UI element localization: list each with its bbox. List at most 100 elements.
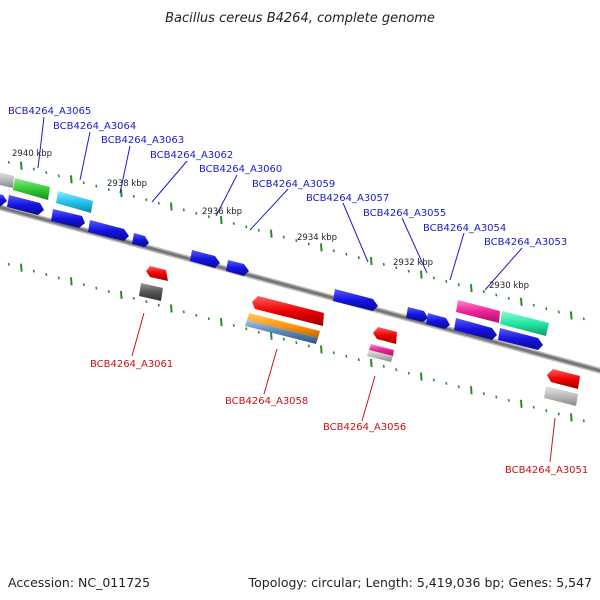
tick-mark xyxy=(395,368,398,372)
tick-mark xyxy=(345,252,348,256)
tick-label: 2940 kbp xyxy=(12,149,52,159)
gene-reverse-gray[interactable] xyxy=(544,386,578,406)
tick-mark xyxy=(107,188,110,191)
map-title: Bacillus cereus B4264, complete genome xyxy=(165,11,435,26)
tick-mark xyxy=(457,385,460,389)
tick-mark xyxy=(57,276,60,280)
genome-summary-text: Topology: circular; Length: 5,419,036 bp… xyxy=(248,575,592,590)
gene-label-forward[interactable]: BCB4264_A3059 xyxy=(252,179,335,190)
gene-forward[interactable] xyxy=(226,260,249,276)
tick-mark xyxy=(545,307,548,311)
tick-mark xyxy=(120,290,123,299)
gene-green-top[interactable] xyxy=(13,178,50,200)
tick-mark xyxy=(320,243,323,252)
gene-forward[interactable] xyxy=(0,193,7,206)
tick-mark xyxy=(370,358,373,368)
gene-label-forward[interactable]: BCB4264_A3064 xyxy=(53,121,136,132)
tick-mark xyxy=(432,378,435,382)
tick-mark xyxy=(195,211,198,215)
gene-label-reverse[interactable]: BCB4264_A3061 xyxy=(90,359,173,370)
gene-reverse[interactable] xyxy=(252,296,324,326)
gene-teal-top[interactable] xyxy=(500,311,549,336)
gene-reverse-magenta[interactable] xyxy=(369,344,394,356)
tick-mark xyxy=(582,419,585,423)
tick-mark xyxy=(470,284,473,293)
gene-features xyxy=(0,171,580,406)
tick-mark xyxy=(220,216,223,225)
gene-forward[interactable] xyxy=(7,195,44,215)
gene-label-reverse[interactable]: BCB4264_A3056 xyxy=(323,422,406,433)
gene-label-reverse[interactable]: BCB4264_A3051 xyxy=(505,465,588,476)
tick-mark xyxy=(520,297,523,306)
gene-reverse-steel[interactable] xyxy=(245,320,318,344)
gene-forward[interactable] xyxy=(132,233,149,247)
tick-mark xyxy=(132,296,135,300)
tick-mark xyxy=(7,262,10,266)
tick-mark xyxy=(170,304,173,313)
tick-mark xyxy=(520,399,523,408)
gene-forward[interactable] xyxy=(406,307,428,322)
forward-callouts xyxy=(37,116,523,291)
gene-forward[interactable] xyxy=(426,313,450,329)
forward-gene-labels: BCB4264_A3065 BCB4264_A3064 BCB4264_A306… xyxy=(8,106,567,248)
tick-mark xyxy=(32,269,35,273)
tick-mark xyxy=(232,222,235,225)
gene-label-forward[interactable]: BCB4264_A3065 xyxy=(8,106,91,117)
gene-forward[interactable] xyxy=(51,209,85,228)
gene-label-forward[interactable]: BCB4264_A3055 xyxy=(363,208,446,219)
tick-mark xyxy=(182,208,185,212)
gene-gray-top[interactable] xyxy=(0,171,14,188)
gene-forward[interactable] xyxy=(190,250,220,268)
tick-mark xyxy=(295,341,298,345)
gene-label-forward[interactable]: BCB4264_A3060 xyxy=(199,164,282,175)
tick-label: 2932 kbp xyxy=(393,258,433,268)
accession-text: Accession: NC_011725 xyxy=(8,575,150,590)
gene-forward[interactable] xyxy=(454,318,497,340)
tick-mark xyxy=(345,354,348,358)
gene-reverse[interactable] xyxy=(547,369,580,389)
gene-label-forward[interactable]: BCB4264_A3062 xyxy=(150,150,233,161)
tick-mark xyxy=(107,290,110,293)
tick-mark xyxy=(45,171,48,174)
tick-mark xyxy=(507,398,510,402)
tick-mark xyxy=(307,242,310,246)
tick-mark xyxy=(570,413,573,422)
tick-mark xyxy=(557,412,560,416)
tick-mark xyxy=(220,318,223,327)
tick-mark xyxy=(232,324,235,327)
tick-label: 2936 kbp xyxy=(202,207,242,217)
gene-magenta-top[interactable] xyxy=(456,300,500,323)
tick-mark xyxy=(245,225,248,229)
tick-label: 2934 kbp xyxy=(297,233,337,243)
gene-label-forward[interactable]: BCB4264_A3063 xyxy=(101,135,184,146)
tick-label: 2930 kbp xyxy=(489,281,529,291)
tick-mark xyxy=(70,277,73,286)
tick-mark xyxy=(32,167,35,171)
tick-mark xyxy=(332,249,335,253)
tick-mark xyxy=(395,266,398,270)
tick-mark xyxy=(545,409,548,413)
gene-reverse[interactable] xyxy=(373,327,397,344)
gene-forward[interactable] xyxy=(333,289,378,311)
tick-mark xyxy=(20,161,23,170)
tick-mark xyxy=(157,201,160,205)
gene-label-forward[interactable]: BCB4264_A3053 xyxy=(484,237,567,248)
tick-mark xyxy=(420,270,423,279)
gene-cyan-top[interactable] xyxy=(56,191,93,213)
tick-mark xyxy=(245,327,248,331)
gene-reverse-orange[interactable] xyxy=(247,313,320,338)
gene-forward[interactable] xyxy=(498,328,543,350)
gene-label-forward[interactable]: BCB4264_A3054 xyxy=(423,223,506,234)
tick-mark xyxy=(82,181,85,185)
tick-mark xyxy=(120,188,123,197)
gene-reverse[interactable] xyxy=(146,266,168,281)
gene-reverse-gray[interactable] xyxy=(367,350,393,362)
tick-mark xyxy=(45,273,48,276)
gene-label-reverse[interactable]: BCB4264_A3058 xyxy=(225,396,308,407)
tick-mark xyxy=(132,194,135,198)
gene-label-forward[interactable]: BCB4264_A3057 xyxy=(306,193,389,204)
gene-reverse-gray[interactable] xyxy=(139,283,163,301)
gene-forward[interactable] xyxy=(88,220,129,241)
tick-mark xyxy=(320,345,323,354)
